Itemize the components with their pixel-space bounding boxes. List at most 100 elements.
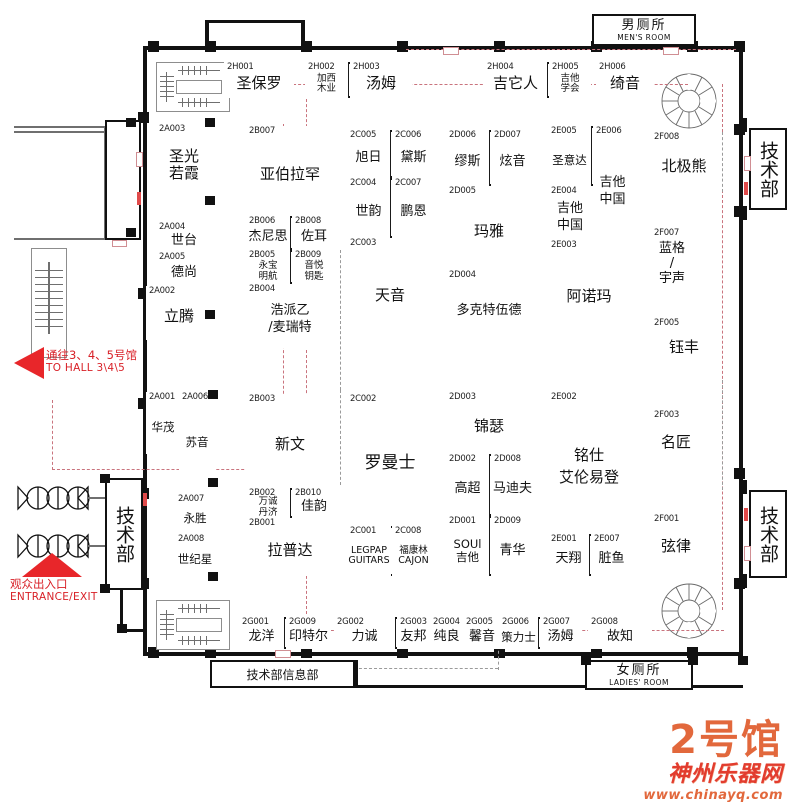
booth-2A004[interactable]: 2A004 世台 [156, 222, 212, 252]
booth-2B001[interactable]: 2B001 拉普达 [246, 518, 334, 576]
booth-2B007[interactable]: 2B007 亚伯拉罕 [246, 126, 334, 216]
booth-2G001[interactable]: 2G001 龙洋 [239, 617, 285, 649]
booth-2B008[interactable]: 2B008 佐耳 [292, 216, 336, 250]
booth-name: 天音 [374, 285, 405, 304]
booth-2G003[interactable]: 2G003 友邦 [397, 617, 431, 649]
booth-group-2C002: 2C002 罗曼士 [347, 394, 433, 526]
booth-2C007[interactable]: 2C007 鹏恩 [392, 178, 435, 238]
booth-name: 鹏恩 [400, 204, 427, 219]
hatch-line [182, 636, 184, 645]
entrance-label: 观众出入口 ENTRANCE/EXIT [10, 578, 98, 604]
booth-2B006[interactable]: 2B006 杰尼思 [246, 216, 291, 250]
booth-2B004[interactable]: 2B004 浩派乙 /麦瑞特 [246, 284, 334, 348]
booth-group-2F005: 2F005 钰丰 [651, 318, 717, 370]
booth-code: 2D002 [449, 454, 476, 464]
booth-2G006[interactable]: 2G006 策力士 [499, 617, 539, 649]
booth-2C008[interactable]: 2C008 福康林 CAJON [392, 526, 435, 576]
booth-2E003[interactable]: 2E003 阿诺玛 [548, 240, 630, 346]
booth-2C006[interactable]: 2C006 黛斯 [392, 130, 435, 178]
booth-2A006[interactable]: 2A006 苏音 [179, 392, 215, 480]
booth-2D008[interactable]: 2D008 马迪夫 [491, 454, 534, 516]
booth-2E004[interactable]: 2E004 吉他 中国 [548, 186, 592, 240]
booth-2F001[interactable]: 2F001 弦律 [651, 514, 701, 572]
booth-2H002[interactable]: 2H002 加西 木业 [305, 62, 349, 98]
booth-2G002[interactable]: 2G002 力诚 [334, 617, 396, 649]
booth-2G007[interactable]: 2G007 汤姆 [540, 617, 581, 649]
pillar [687, 647, 698, 658]
booth-group-2D001-2D009: 2D001 SOUl 吉他 2D009 青华 [446, 516, 534, 576]
room-tech-info-dept-label: 技术部信息部 [246, 667, 319, 682]
booth-2E007[interactable]: 2E007 脏鱼 [591, 534, 632, 576]
hatch-line [200, 636, 202, 645]
hatch-line [160, 81, 174, 83]
booth-2H001[interactable]: 2H001 圣保罗 [224, 62, 294, 98]
booth-2F005[interactable]: 2F005 钰丰 [651, 318, 717, 370]
booth-2F008[interactable]: 2F008 北极熊 [651, 132, 717, 194]
wall-stub [355, 685, 587, 688]
booth-2C002[interactable]: 2C002 罗曼士 [347, 394, 433, 526]
booth-2A005[interactable]: 2A005 德尚 [156, 252, 212, 286]
booth-2C001[interactable]: 2C001 LEGPAP GUITARS [347, 526, 391, 576]
booth-2E006[interactable]: 2E006 吉他 中国 [593, 126, 632, 240]
booth-2A007[interactable]: 2A007 永胜 [175, 494, 215, 534]
booth-name: 马迪夫 [492, 481, 532, 496]
booth-code: 2A004 [159, 222, 185, 232]
booth-2B009[interactable]: 2B009 音悦 钥匙 [292, 250, 336, 284]
booth-2C003[interactable]: 2C003 天音 [347, 238, 433, 346]
booth-2H003[interactable]: 2H003 汤姆 [350, 62, 412, 98]
booth-2F007[interactable]: 2F007 蓝格 / 宇声 [651, 228, 693, 290]
booth-name: 圣光 若霞 [168, 147, 199, 182]
booth-2A002[interactable]: 2A002 立腾 [146, 286, 212, 340]
wall-stub [355, 660, 358, 688]
booth-group-2E001-2E007: 2E001 天翔 2E007 脏鱼 [548, 534, 632, 576]
booth-2D003[interactable]: 2D003 锦瑟 [446, 392, 532, 454]
booth-2C004[interactable]: 2C004 世韵 [347, 178, 391, 238]
booth-2C005[interactable]: 2C005 旭日 [347, 130, 391, 178]
booth-2B002[interactable]: 2B002 万诚 丹济 [246, 488, 291, 518]
pillar [301, 41, 312, 52]
booth-2H004[interactable]: 2H004 吉它人 [484, 62, 548, 98]
room-tech-info-dept: 技术部信息部 [210, 660, 355, 688]
booth-2B005[interactable]: 2B005 永宝 明航 [246, 250, 291, 284]
booth-2D004[interactable]: 2D004 多克特伍德 [446, 270, 532, 346]
booth-2E005[interactable]: 2E005 圣意达 [548, 126, 592, 186]
booth-2D002[interactable]: 2D002 高超 [446, 454, 490, 516]
booth-name: 北极熊 [661, 156, 707, 175]
booth-2A001[interactable]: 2A001 华茂 [146, 392, 180, 454]
booth-2D009[interactable]: 2D009 青华 [491, 516, 534, 576]
hatch-line [188, 636, 190, 645]
booth-2G004[interactable]: 2G004 纯良 [430, 617, 464, 649]
booth-2D007[interactable]: 2D007 炫音 [491, 130, 534, 186]
booth-2D006[interactable]: 2D006 缪斯 [446, 130, 490, 186]
booth-2A003[interactable]: 2A003 圣光 若霞 [156, 124, 212, 200]
booth-2H005[interactable]: 2H005 吉他 学会 [549, 62, 591, 98]
booth-2B010[interactable]: 2B010 佳韵 [292, 488, 336, 518]
booth-code: 2A005 [159, 252, 185, 262]
booth-2E002[interactable]: 2E002 铭仕 艾伦易登 [548, 392, 630, 534]
booth-2H006[interactable]: 2H006 绮音 [596, 62, 654, 98]
booth-2D001[interactable]: 2D001 SOUl 吉他 [446, 516, 490, 576]
room-mens-label-en: MEN'S ROOM [617, 33, 671, 42]
wall-stub [743, 574, 747, 588]
booth-name: 故知 [606, 629, 633, 644]
booth-name: 高超 [454, 481, 481, 496]
booth-2G005[interactable]: 2G005 馨音 [463, 617, 501, 649]
booth-2G008[interactable]: 2G008 故知 [588, 617, 652, 649]
booth-2D005[interactable]: 2D005 玛雅 [446, 186, 532, 270]
booth-group-2D006-2D007: 2D006 缪斯 2D007 炫音 [446, 130, 534, 186]
booth-2B003[interactable]: 2B003 新文 [246, 394, 334, 488]
booth-2F003[interactable]: 2F003 名匠 [651, 410, 701, 468]
booth-group-2F001: 2F001 弦律 [651, 514, 701, 572]
booth-name: 万诚 丹济 [258, 496, 278, 518]
booth-name: 亚伯拉罕 [259, 164, 320, 183]
booth-2G009[interactable]: 2G009 印特尔 [286, 617, 331, 649]
booth-2A008[interactable]: 2A008 世纪星 [175, 534, 215, 576]
spiral-staircase-bottom [655, 580, 725, 646]
booth-code: 2B004 [249, 284, 275, 294]
pillar [591, 41, 602, 52]
wall-right [739, 46, 743, 656]
booth-code: 2C006 [395, 130, 422, 140]
booth-2E001[interactable]: 2E001 天翔 [548, 534, 590, 576]
route-right-grey [722, 132, 723, 192]
watermark-url: www.chinayq.com [643, 788, 783, 803]
